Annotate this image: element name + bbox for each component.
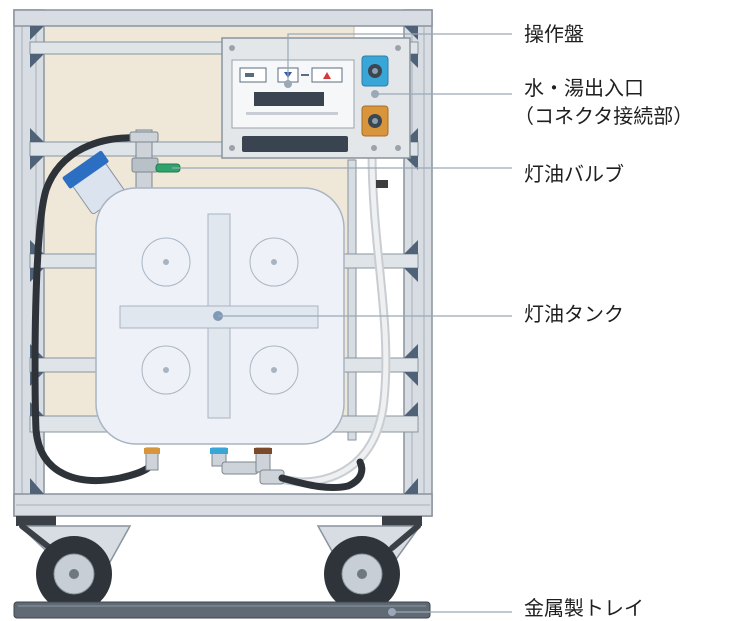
control-panel-screen: [254, 92, 324, 106]
label-metal-tray: 金属製トレイ: [524, 596, 644, 620]
metal-tray: [13, 601, 431, 619]
hose-clamp: [376, 180, 388, 188]
corner-bracket: [30, 156, 44, 170]
bottom-fittings: [144, 447, 366, 492]
corner-bracket: [30, 128, 44, 142]
corner-bracket: [404, 478, 418, 494]
control-panel: [221, 37, 411, 159]
label-kerosene-valve: 灯油バルブ: [524, 162, 624, 186]
corner-bracket: [404, 240, 418, 254]
frame-top-rail: [13, 9, 433, 27]
callout-line-panel: [287, 33, 512, 84]
corner-bracket: [404, 372, 418, 386]
corner-bracket: [404, 26, 418, 40]
label-connector-section: （コネクタ接続部）: [514, 104, 694, 128]
corner-bracket: [30, 26, 44, 40]
corner-bracket: [30, 54, 44, 68]
caster-left: [16, 516, 132, 612]
corner-bracket: [30, 478, 44, 494]
label-control-panel: 操作盤: [524, 22, 584, 46]
frame-inner-post: [347, 159, 357, 441]
label-kerosene-tank: 灯油タンク: [524, 302, 624, 326]
left-hose: [31, 134, 156, 484]
kerosene-valve: [129, 129, 181, 191]
corner-bracket: [404, 344, 418, 358]
caster-right: [316, 516, 422, 612]
callout-lines: [172, 33, 512, 616]
corner-bracket: [404, 156, 418, 170]
label-water-inlet-outlet: 水・湯出入口: [524, 76, 644, 100]
control-panel-vent: [242, 136, 348, 152]
corner-bracket: [404, 268, 418, 282]
corner-brackets: [30, 26, 418, 494]
bottom-hose: [278, 458, 366, 492]
corner-bracket: [404, 402, 418, 416]
